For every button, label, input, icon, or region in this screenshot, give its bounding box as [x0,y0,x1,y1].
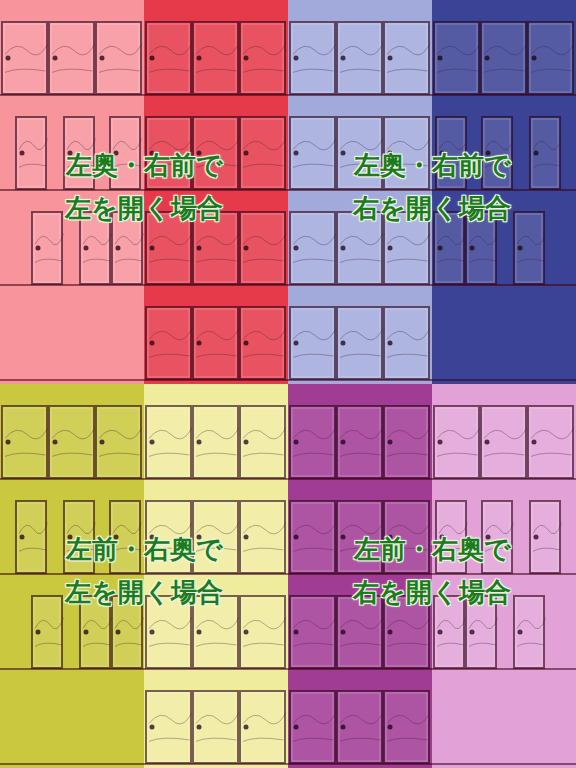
case-label: 左前・右奥で 右を開く場合 [346,528,518,614]
fusuma-door [337,307,383,379]
fusuma-door [193,691,239,763]
fusuma-door [32,212,64,284]
fusuma-door [146,22,192,94]
fusuma-door [384,406,430,478]
fusuma-door [240,406,286,478]
ground-right [144,0,288,384]
fusuma-door [240,212,286,284]
fusuma-door [290,307,336,379]
ground-right [144,384,288,768]
fusuma-door [240,501,286,573]
row-divider [0,668,288,670]
fusuma-door [434,22,480,94]
row-divider [288,573,576,575]
row-divider [0,284,288,286]
fusuma-door [146,307,192,379]
row-divider [0,573,288,575]
fusuma-door [32,596,64,668]
fusuma-door [2,406,48,478]
quadrant-panel: 左前・右奥で 左を開く場合 [0,384,288,768]
fusuma-door [146,406,192,478]
fusuma-door [384,307,430,379]
fusuma-door [481,22,527,94]
row-divider [288,379,576,381]
fusuma-door [240,596,286,668]
fusuma-door [514,212,546,284]
fusuma-door [528,22,574,94]
fusuma-door [481,406,527,478]
quadrant-art [0,384,288,768]
fusuma-door [240,691,286,763]
row-divider [0,379,288,381]
ground-left [288,384,432,768]
fusuma-door [96,22,142,94]
fusuma-door [16,117,48,189]
case-label: 左前・右奥で 左を開く場合 [58,528,230,614]
fusuma-door [530,501,562,573]
fusuma-door [434,406,480,478]
quadrant-panel: 左奥・右前で 左を開く場合 [0,0,288,384]
fusuma-door [384,691,430,763]
quadrant-panel: 左奥・右前で 右を開く場合 [288,0,576,384]
ground-right [432,0,576,384]
fusuma-door [2,22,48,94]
fusuma-door [240,307,286,379]
row-divider [288,763,576,765]
fusuma-door [337,406,383,478]
quadrant-art [288,0,576,384]
ground-right [432,384,576,768]
ground-left [0,0,144,384]
fusuma-door [337,22,383,94]
fusuma-door [146,691,192,763]
fusuma-door [193,406,239,478]
fusuma-door [240,22,286,94]
fusuma-door [528,406,574,478]
row-divider [0,763,288,765]
row-divider [288,668,576,670]
fusuma-door [514,596,546,668]
fusuma-door [193,307,239,379]
row-divider [288,284,576,286]
fusuma-door [290,212,336,284]
fusuma-door [49,406,95,478]
fusuma-door [290,406,336,478]
quadrant-art [0,0,288,384]
ground-left [0,384,144,768]
fusuma-door [530,117,562,189]
fusuma-door [290,22,336,94]
fusuma-door [16,501,48,573]
ground-left [288,0,432,384]
row-divider [288,94,576,96]
row-divider [0,189,288,191]
fusuma-door [240,117,286,189]
case-label: 左奥・右前で 左を開く場合 [58,144,230,230]
fusuma-door [290,596,336,668]
row-divider [288,189,576,191]
quadrant-art [288,384,576,768]
fusuma-door [193,22,239,94]
fusuma-door [290,117,336,189]
case-label: 左奥・右前で 右を開く場合 [346,144,518,230]
row-divider [0,478,288,480]
fusuma-door [384,22,430,94]
fusuma-door [290,501,336,573]
row-divider [288,478,576,480]
fusuma-door [49,22,95,94]
fusuma-door [96,406,142,478]
fusuma-door [337,691,383,763]
row-divider [0,94,288,96]
quadrant-panel: 左前・右奥で 右を開く場合 [288,384,576,768]
fusuma-door [290,691,336,763]
